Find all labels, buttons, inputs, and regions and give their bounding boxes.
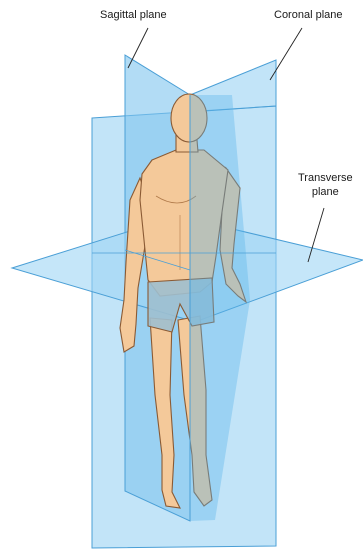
sagittal-leader-line [128, 28, 148, 68]
coronal-leader-line [270, 28, 302, 80]
sagittal-plane-label: Sagittal plane [100, 9, 167, 21]
transverse-label-line1: Transverse [298, 171, 353, 185]
transverse-plane-label: Transverse plane [298, 171, 353, 199]
coronal-plane-label: Coronal plane [274, 9, 343, 21]
transverse-label-line2: plane [298, 185, 353, 199]
